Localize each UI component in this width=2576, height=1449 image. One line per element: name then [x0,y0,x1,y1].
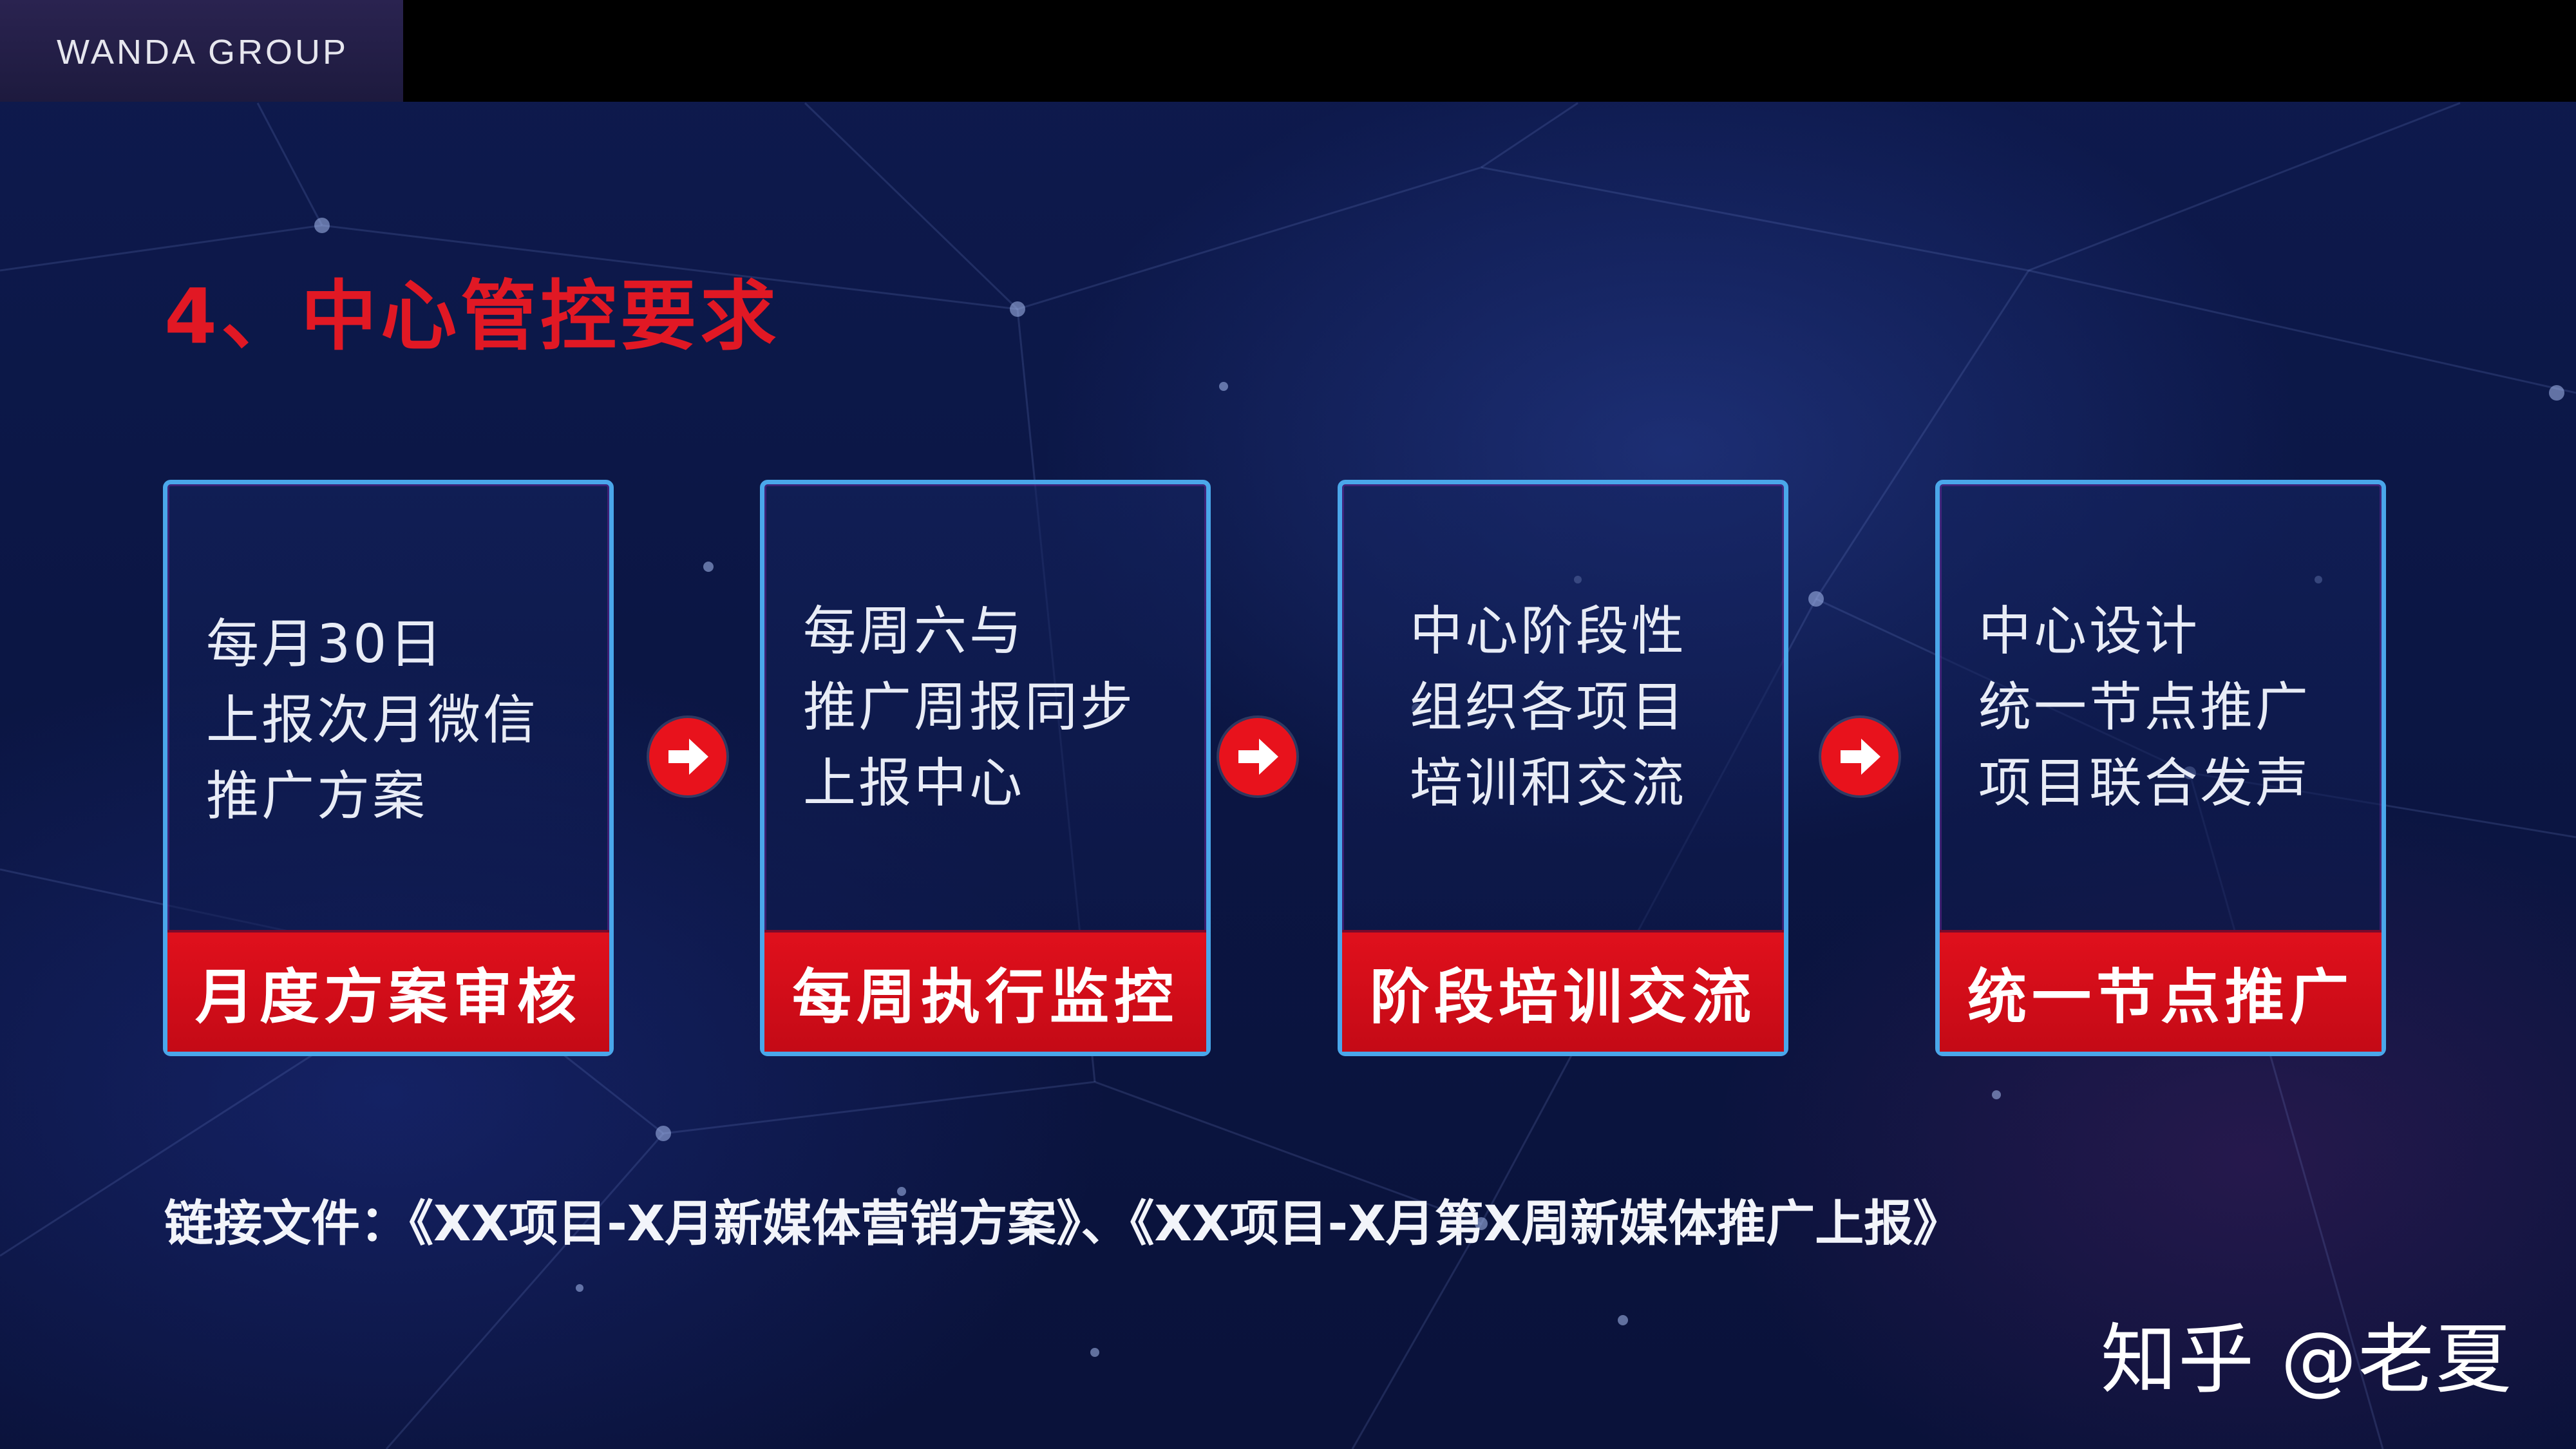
step-card-1: 每月30日 上报次月微信 推广方案 月度方案审核 [163,480,614,1056]
step-description: 每周六与 推广周报同步 上报中心 [803,594,1187,822]
step-label: 每周执行监控 [764,930,1206,1052]
arrow-right-circle-icon [1821,718,1899,795]
step-line: 上报中心 [803,753,1025,814]
step-description: 中心阶段性 组织各项目 培训和交流 [1410,594,1765,822]
top-bar: WANDA GROUP [0,0,2576,102]
step-line: 中心阶段性 [1410,601,1687,662]
step-label: 阶段培训交流 [1342,930,1784,1052]
step-line: 上报次月微信 [206,690,539,751]
step-line: 每月30日 [206,614,445,675]
linked-files-text: 链接文件：《XX项目-X月新媒体营销方案》、《XX项目-X月第X周新媒体推广上报… [164,1195,1962,1252]
step-card-3: 中心阶段性 组织各项目 培训和交流 阶段培训交流 [1338,480,1788,1056]
page-title: 4、中心管控要求 [164,272,781,361]
step-line: 推广方案 [206,766,428,827]
step-line: 每周六与 [803,601,1025,662]
arrow-right-circle-icon [1219,718,1296,795]
step-line: 统一节点推广 [1978,677,2311,738]
step-card-2: 每周六与 推广周报同步 上报中心 每周执行监控 [760,480,1211,1056]
step-description: 中心设计 统一节点推广 项目联合发声 [1978,594,2362,822]
brand-logo-text: WANDA GROUP [57,33,349,71]
watermark: 知乎 @老夏 [2101,1315,2513,1404]
step-label: 月度方案审核 [167,930,609,1052]
brand-box: WANDA GROUP [0,0,403,102]
arrow-right-circle-icon [649,718,726,795]
step-line: 推广周报同步 [803,677,1136,738]
step-label: 统一节点推广 [1940,930,2382,1052]
step-card-4: 中心设计 统一节点推广 项目联合发声 统一节点推广 [1935,480,2386,1056]
step-line: 组织各项目 [1410,677,1687,738]
step-line: 培训和交流 [1410,753,1687,814]
step-line: 中心设计 [1978,601,2201,662]
step-description: 每月30日 上报次月微信 推广方案 [206,607,590,835]
step-line: 项目联合发声 [1978,753,2311,814]
